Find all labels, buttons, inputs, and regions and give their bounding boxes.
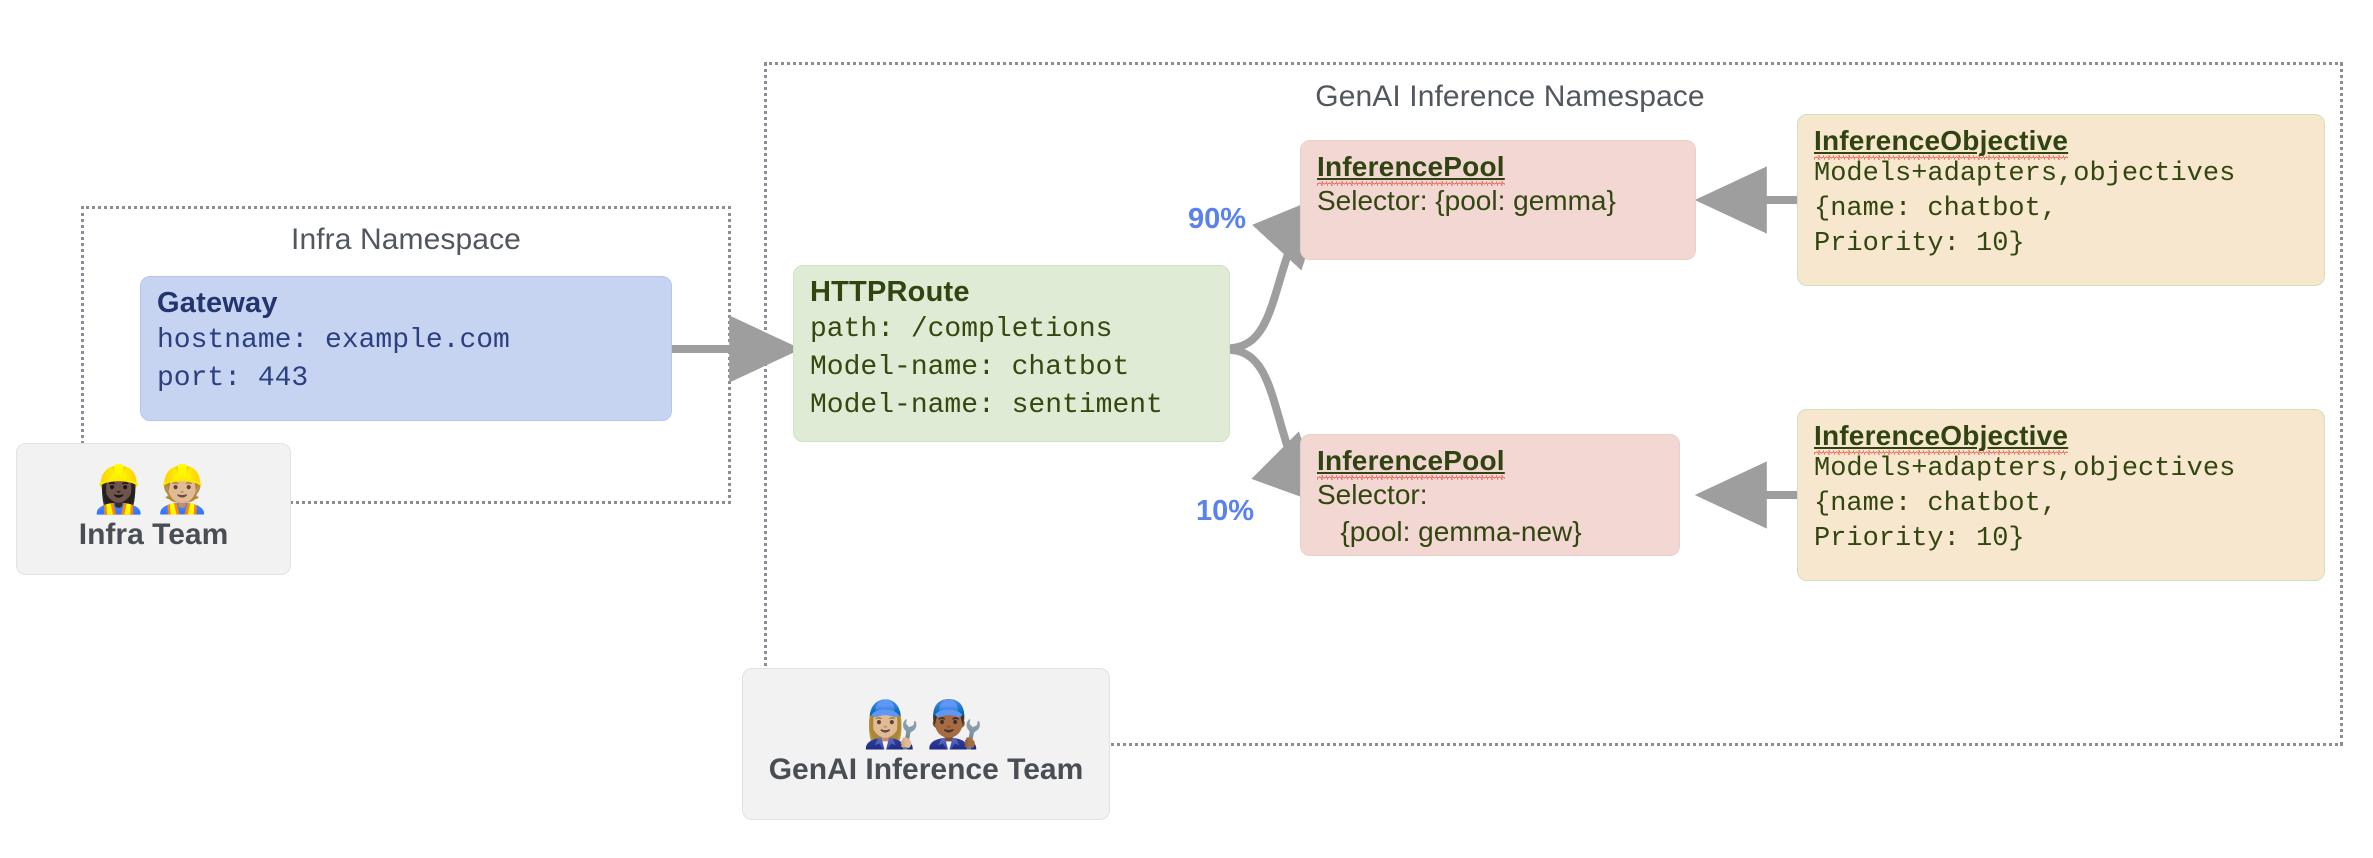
namespace-title-genai: GenAI Inference Namespace: [1315, 80, 1705, 113]
inferencepool-card-gemma-new[interactable]: InferencePool Selector: {pool: gemma-new…: [1300, 434, 1680, 556]
gateway-title: Gateway: [157, 287, 278, 319]
inferenceobjective-models-line: Models+adapters,objectives: [1814, 454, 2236, 484]
inferencepool-title: InferencePool: [1317, 445, 1505, 480]
inferencepool-selector-value-line: {pool: gemma-new}: [1317, 515, 1582, 547]
inferenceobjective-models-line: Models+adapters,objectives: [1814, 159, 2236, 189]
inferencepool-selector-line: Selector: {pool: gemma}: [1317, 185, 1616, 216]
inferencepool-card-gemma[interactable]: InferencePool Selector: {pool: gemma}: [1300, 140, 1696, 260]
httproute-title: HTTPRoute: [810, 276, 970, 308]
gateway-card[interactable]: Gateway hostname: example.com port: 443: [140, 276, 672, 421]
mechanic-icons: 👩🏼‍🔧👨🏾‍🔧: [862, 697, 990, 751]
httproute-path-line: path: /completions: [810, 314, 1113, 345]
construction-worker-icons: 👷🏿‍♀️👷🏼: [90, 462, 217, 516]
gateway-port-line: port: 443: [157, 363, 309, 395]
namespace-frame-genai: [764, 62, 2343, 746]
httproute-model-sentiment-line: Model-name: sentiment: [810, 390, 1163, 422]
inferenceobjective-priority-line: Priority: 10}: [1814, 524, 2025, 555]
infra-team-label: Infra Team: [78, 518, 229, 551]
genai-inference-team-card[interactable]: 👩🏼‍🔧👨🏾‍🔧 GenAI Inference Team: [742, 668, 1110, 820]
edge-label-10-percent: 10%: [1196, 495, 1255, 527]
namespace-title-infra: Infra Namespace: [291, 223, 521, 256]
httproute-model-chatbot-line: Model-name: chatbot: [810, 352, 1130, 384]
inferenceobjective-name-line: {name: chatbot,: [1814, 489, 2058, 520]
inferencepool-selector-line: Selector:: [1317, 479, 1428, 510]
inferenceobjective-title: InferenceObjective: [1814, 125, 2069, 160]
inferenceobjective-card-2[interactable]: InferenceObjective Models+adapters,objec…: [1797, 409, 2325, 581]
gateway-hostname-line: hostname: example.com: [157, 325, 510, 356]
httproute-card[interactable]: HTTPRoute path: /completions Model-name:…: [793, 265, 1230, 442]
inferencepool-title: InferencePool: [1317, 151, 1505, 186]
infra-team-card[interactable]: 👷🏿‍♀️👷🏼 Infra Team: [16, 443, 291, 575]
inferenceobjective-name-line: {name: chatbot,: [1814, 194, 2058, 225]
inferenceobjective-priority-line: Priority: 10}: [1814, 229, 2025, 260]
edge-label-90-percent: 90%: [1188, 203, 1247, 235]
inferenceobjective-title: InferenceObjective: [1814, 420, 2069, 455]
inferenceobjective-card-1[interactable]: InferenceObjective Models+adapters,objec…: [1797, 114, 2325, 286]
genai-inference-team-label: GenAI Inference Team: [768, 753, 1084, 786]
